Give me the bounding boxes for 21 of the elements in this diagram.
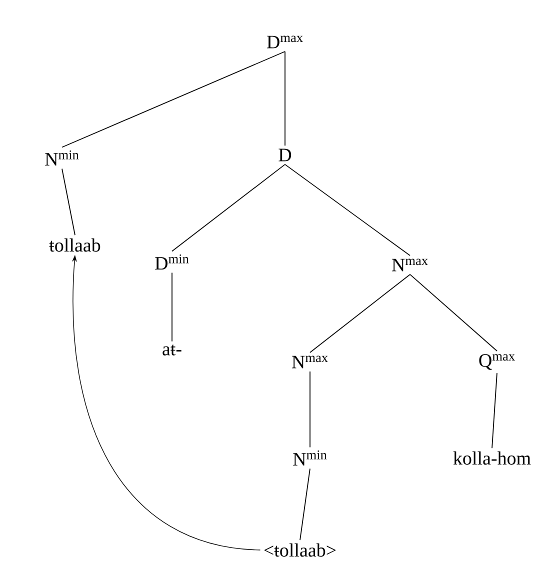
tree-branch bbox=[62, 168, 76, 236]
tree-label: N$^{max}$ bbox=[392, 258, 428, 272]
tree-branch bbox=[284, 51, 286, 146]
tree-branch bbox=[62, 51, 286, 148]
tree-label: <ŧollaab> bbox=[264, 543, 336, 557]
tree-branch bbox=[492, 372, 498, 449]
tree-branch bbox=[310, 274, 410, 353]
tree-label: ŧollaab bbox=[49, 238, 100, 252]
tree-label: N$^{max}$ bbox=[292, 356, 328, 368]
tree-label: Q$^{max}$ bbox=[479, 354, 515, 370]
tree-label: kolla-hom bbox=[453, 451, 531, 465]
tree-label: N$^{min}$ bbox=[293, 450, 327, 466]
tree-label: D bbox=[278, 148, 292, 162]
tree-branch bbox=[410, 274, 498, 352]
tree-label: D$^{min}$ bbox=[155, 254, 189, 270]
tree-branch bbox=[172, 164, 286, 252]
tree-label: D$^{max}$ bbox=[267, 36, 303, 48]
tree-branch bbox=[284, 164, 410, 256]
tree-branch bbox=[300, 468, 310, 541]
tree-label: N$^{min}$ bbox=[45, 150, 79, 166]
tree-label: aŧ- bbox=[162, 344, 182, 356]
